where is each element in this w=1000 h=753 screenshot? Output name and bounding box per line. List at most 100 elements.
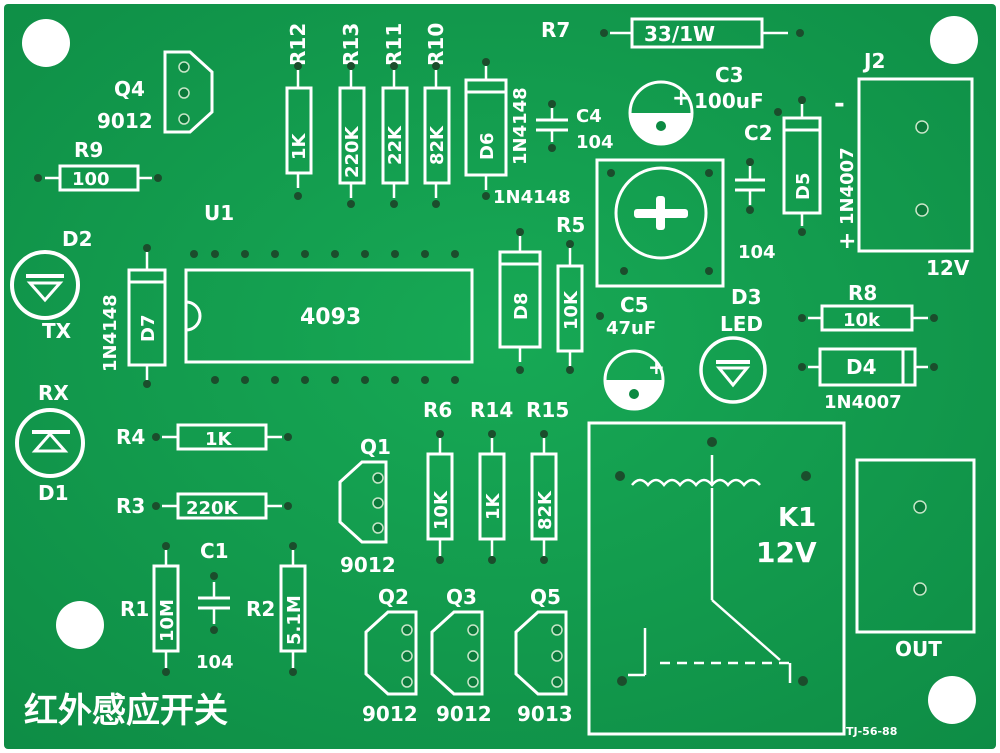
c5-value: 47uF <box>606 318 656 339</box>
r8-label: R8 <box>848 281 877 305</box>
q3-part: 9012 <box>436 702 492 726</box>
r10-label: R10 <box>424 23 448 66</box>
tx-label: TX <box>42 319 72 343</box>
c3-footprint <box>628 80 694 146</box>
u1-part: 4093 <box>300 305 361 330</box>
d4-part: 1N4007 <box>824 392 902 413</box>
r14-value: 1K <box>483 492 504 520</box>
d5-part: 1N4007 <box>837 147 858 225</box>
d7-part: 1N4148 <box>100 294 121 372</box>
r11-label: R11 <box>382 23 406 66</box>
r14-label: R14 <box>470 398 513 422</box>
d5-label: D5 <box>793 173 814 200</box>
k1-voltage: 12V <box>756 536 817 569</box>
rx-label: RX <box>38 381 69 405</box>
r4-value: 1K <box>205 429 233 450</box>
out-label: OUT <box>895 637 942 661</box>
c2-footprint <box>735 166 765 205</box>
r15-value: 82K <box>535 490 556 530</box>
j2-label: J2 <box>862 49 885 73</box>
r9-value: 100 <box>72 169 110 190</box>
r2-label: R2 <box>246 597 275 621</box>
d6-part-horizontal: 1N4148 <box>493 187 571 208</box>
q2-footprint <box>364 610 418 696</box>
d1-rx-receiver <box>15 408 85 478</box>
r8-footprint <box>798 304 938 332</box>
q4-part: 9012 <box>97 109 153 133</box>
c5-plus: + <box>648 355 665 379</box>
r6-label: R6 <box>423 398 452 422</box>
d8-footprint <box>498 236 542 374</box>
j2-voltage: 12V <box>926 256 970 280</box>
r13-value: 220K <box>342 125 363 178</box>
c4-value: 104 <box>576 132 614 153</box>
d2-label: D2 <box>62 227 93 251</box>
r12-value: 1K <box>289 132 310 160</box>
r7-value: 33/1W <box>644 22 715 46</box>
d3-label: D3 <box>731 285 762 309</box>
u1-pin-vias <box>190 250 459 384</box>
d3-led-footprint <box>699 336 767 404</box>
c2-label: C2 <box>744 121 773 145</box>
r5-footprint <box>556 248 584 374</box>
r2-footprint <box>279 542 307 668</box>
r4-label: R4 <box>116 425 145 449</box>
q5-label: Q5 <box>530 585 561 609</box>
q3-label: Q3 <box>446 585 477 609</box>
c4-footprint <box>536 108 568 142</box>
q4-footprint <box>163 50 214 134</box>
q1-label: Q1 <box>360 435 391 459</box>
q2-label: Q2 <box>378 585 409 609</box>
board-title: 红外感应开关 <box>24 691 228 731</box>
d7-label: D7 <box>138 315 159 342</box>
j2-connector <box>857 77 974 253</box>
k1-relay-footprint <box>587 421 846 736</box>
r7-footprint <box>600 17 804 49</box>
out-connector <box>855 458 976 634</box>
q1-part: 9012 <box>340 553 396 577</box>
r15-label: R15 <box>526 398 569 422</box>
c5-label: C5 <box>620 293 649 317</box>
r1-label: R1 <box>120 597 149 621</box>
q1-footprint <box>338 460 388 544</box>
q5-part: 9013 <box>517 702 573 726</box>
r1-value: 10M <box>157 599 178 642</box>
d6-part-vertical: 1N4148 <box>510 87 531 165</box>
u1-label: U1 <box>204 201 234 225</box>
d4-footprint <box>798 347 938 387</box>
r1-footprint <box>152 542 180 668</box>
c3-value: 100uF <box>694 89 764 113</box>
j2-minus: - <box>834 89 845 119</box>
r3-footprint <box>152 492 292 520</box>
r5-label: R5 <box>556 213 585 237</box>
d4-label: D4 <box>846 355 877 379</box>
c3-label: C3 <box>715 63 744 87</box>
c1-label: C1 <box>200 539 229 563</box>
c2-value: 104 <box>738 242 776 263</box>
d6-label: D6 <box>477 133 498 160</box>
c1-value: 104 <box>196 652 234 673</box>
mounting-holes <box>22 16 978 724</box>
r4-footprint <box>152 423 292 451</box>
k1-label: K1 <box>778 503 816 533</box>
r7-label: R7 <box>541 18 570 42</box>
r3-label: R3 <box>116 494 145 518</box>
board-code: TJ-56-88 <box>846 725 897 738</box>
r6-value: 10K <box>431 490 452 530</box>
c5-footprint <box>603 349 665 411</box>
d3-part: LED <box>720 312 763 336</box>
q5-footprint <box>514 610 568 696</box>
d5-footprint <box>782 104 822 226</box>
r9-footprint <box>34 164 162 192</box>
q4-label: Q4 <box>114 77 145 101</box>
r12-label: R12 <box>286 23 310 66</box>
misc-vias <box>162 58 806 676</box>
r11-value: 22K <box>385 125 406 165</box>
vertical-resistors-middle <box>426 438 558 564</box>
c1-footprint <box>198 572 230 634</box>
c4-label: C4 <box>576 106 602 127</box>
d1-label: D1 <box>38 481 69 505</box>
r2-value: 5.1M <box>284 595 305 645</box>
potentiometer <box>595 158 725 288</box>
